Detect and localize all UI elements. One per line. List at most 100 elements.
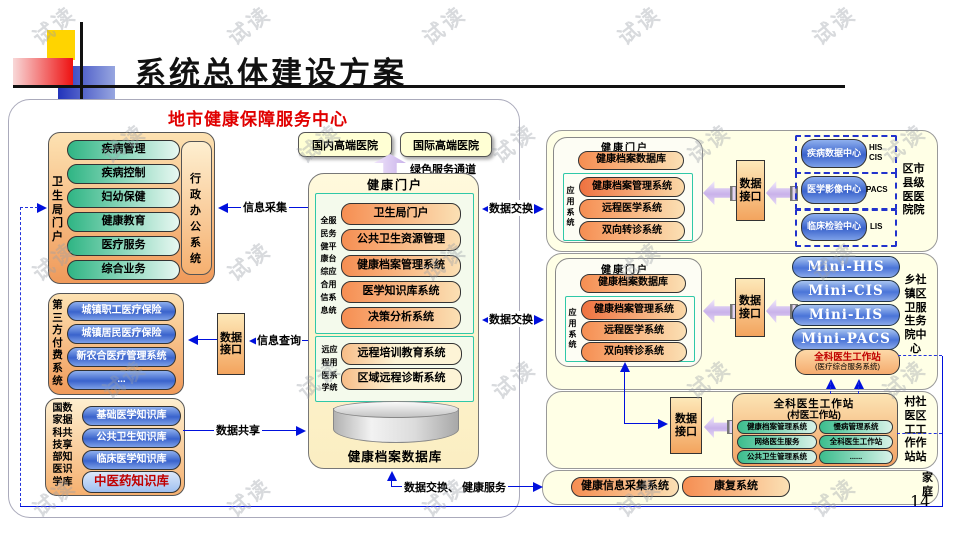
platform-item: 医学知识库系统 (341, 281, 461, 303)
international-hospital-box: 国际高端医院 (400, 132, 492, 157)
row1-side-label: 区市县级医医院院 (902, 163, 925, 217)
health-record-db-label: 健康档案数据库 (347, 450, 443, 464)
medical-imaging-center: 医学影像中心 (801, 176, 867, 204)
village-station-subtitle: (村医工作站) (787, 410, 841, 421)
arrowhead (533, 482, 548, 492)
bureau-item: 医疗服务 (67, 236, 180, 256)
row1-portal-db: 健康档案数据库 (578, 151, 684, 170)
line (391, 475, 392, 487)
row2-app-item: 双向转诊系统 (581, 342, 687, 362)
arrowhead (826, 374, 836, 389)
page-title: 系统总体建设方案 (135, 56, 407, 92)
platform-item: 卫生局门户 (341, 203, 461, 225)
mini-lis-pill: Mini-LIS (792, 304, 900, 326)
arrowhead (658, 419, 673, 429)
exchange-service-label: 数据交换、 健康服务 (402, 479, 509, 495)
data-interface-box-row1: 数据接口 (736, 160, 765, 221)
arrowhead (620, 357, 630, 372)
bureau-item: 疾病控制 (67, 164, 180, 184)
bureau-portal-side-label: 卫生局门户 (52, 176, 63, 243)
mini-cis-pill: Mini-CIS (792, 280, 900, 302)
data-exchange-label: 数据交换 (488, 200, 534, 216)
gp-workstation-line1: 全科医生工作站 (814, 351, 881, 363)
knowledge-item-tcm: 中医药知识库 (82, 471, 181, 493)
decor-yellow-square (47, 30, 75, 60)
gp-workstation-pill: 全科医生工作站 (医疗综合服务系统) (795, 349, 900, 375)
row2-portal-db: 健康档案数据库 (580, 274, 686, 293)
platform-systems-label: 全服民务健平康台综应合用信系息统 (320, 216, 337, 315)
strip-side-label: 家庭 (922, 472, 933, 498)
arrowhead (37, 203, 52, 213)
dashed-line (898, 355, 942, 356)
third-party-item: 城镇居民医疗保险 (67, 324, 176, 344)
remote-item: 远程培训教育系统 (341, 343, 462, 365)
third-party-item: 新农合医疗管理系统 (67, 347, 176, 367)
platform-item: 健康档案管理系统 (341, 255, 461, 277)
arrowhead (477, 315, 492, 325)
data-interface-box-left: 数据接口 (217, 313, 245, 375)
watermark-text: 试读 (223, 2, 276, 51)
row1-app-item: 远程医学系统 (579, 199, 685, 219)
data-share-label: 数据共享 (214, 422, 262, 438)
platform-item: 决策分析系统 (341, 307, 461, 329)
arrowhead (213, 203, 228, 213)
his-cis-tag: HIS CIS (869, 143, 883, 162)
arrowhead (854, 374, 864, 389)
third-party-item: 城镇职工医疗保险 (67, 301, 176, 321)
row1-app-item: 双向转诊系统 (579, 221, 685, 241)
gp-workstation-line2: (医疗综合服务系统) (815, 362, 880, 372)
bureau-item: 妇幼保健 (67, 188, 180, 208)
arrowhead (183, 335, 198, 345)
mini-pacs-pill: Mini-PACS (792, 328, 900, 350)
disease-data-center: 疾病数据中心 (801, 139, 867, 168)
village-item: 公共卫生管理系统 (737, 450, 817, 464)
row1-portal-header: 健康门户 (601, 143, 649, 154)
arrowhead (534, 315, 549, 325)
row2-side-label: 乡社镇区卫服生务院中 心 (904, 274, 938, 355)
dashed-line (20, 207, 21, 506)
pacs-tag: PACS (866, 185, 888, 194)
strip-item: 健康信息采集系统 (571, 477, 679, 497)
arrowhead (534, 204, 549, 214)
info-query-label: 信息查询 (256, 332, 302, 348)
knowledge-side-label: 国数家据科共技享部知医识学库 (52, 403, 73, 488)
admin-office-box (181, 141, 212, 275)
bureau-item: 综合业务 (67, 260, 180, 280)
row2-portal-header: 健康门户 (601, 265, 649, 276)
decor-underline (13, 85, 845, 88)
data-exchange-label: 数据交换 (488, 311, 534, 327)
data-interface-box-row3: 数据接口 (670, 397, 702, 454)
row2-app-item: 健康档案管理系统 (581, 300, 687, 320)
line (624, 366, 625, 424)
center-portal-header: 健康门户 (366, 178, 423, 192)
strip-item: 康复系统 (682, 476, 790, 497)
lis-tag: LIS (870, 222, 883, 231)
village-item: 慢病管理系统 (819, 420, 893, 434)
platform-item: 公共卫生资源管理 (341, 229, 461, 251)
row3-side-label: 村社医区工工作作站站 (904, 396, 927, 463)
watermark-text: 试读 (418, 2, 471, 51)
bureau-item: 疾病管理 (67, 140, 180, 160)
dashed-line (897, 433, 942, 434)
decor-red-bar (13, 58, 73, 86)
third-party-side-label: 第三方付费系统 (52, 299, 63, 387)
arrowhead (477, 204, 492, 214)
row1-arrow-pipes-2 (790, 186, 798, 201)
remote-medicine-label: 远应程用医系学统 (321, 345, 338, 393)
row1-app-label: 应用系统 (566, 186, 575, 228)
village-item: 网络医生服务 (737, 435, 817, 449)
city-center-title: 地市健康保障服务中心 (168, 110, 348, 129)
clinical-lab-center-dashbox (795, 209, 897, 247)
bureau-item: 健康教育 (67, 212, 180, 232)
watermark-text: 试读 (808, 2, 861, 51)
knowledge-item: 基础医学知识库 (82, 406, 181, 426)
info-collect-label: 信息采集 (241, 199, 289, 215)
dashed-line (20, 207, 38, 208)
knowledge-item: 公共卫生知识库 (82, 428, 181, 448)
line (193, 339, 217, 340)
right-bus-line (942, 356, 943, 506)
data-interface-box-row2: 数据接口 (735, 278, 765, 337)
village-item: 全科医生工作站 (819, 435, 893, 449)
clinical-lab-center: 临床检验中心 (801, 213, 867, 241)
